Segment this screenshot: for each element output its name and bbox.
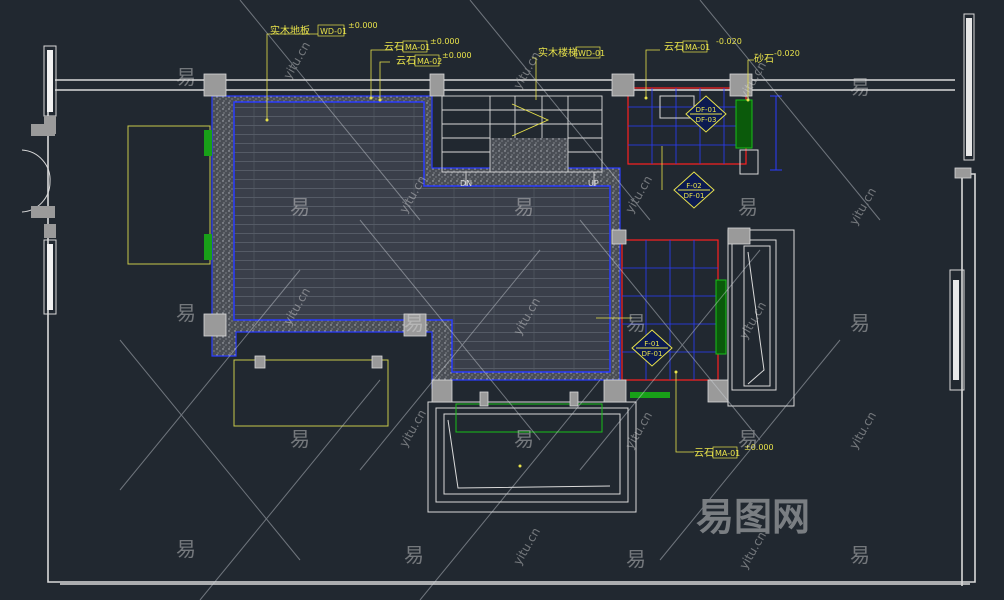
code-box-stone5 [712,446,738,459]
bath-lower [621,229,795,407]
wm-site-10: yitu.cn [396,407,429,449]
code-box-stone2 [414,54,440,67]
dimension-marker [770,95,782,171]
level-wood-floor: ±0.000 [348,21,378,30]
code-box-stone3 [682,40,708,53]
marker-1: DF-01 DF-03 [685,95,727,133]
staircase [441,95,603,186]
marker-2-top: F-02 [686,182,701,190]
wm-site-13: yitu.cn [510,525,543,567]
code-stone1: MA-01 [405,43,430,52]
code-box-stone1 [402,40,428,53]
wood-floor [233,101,611,373]
wm-glyph-1: 易 [176,65,196,89]
label-stone4: 砂石 [754,52,774,65]
wm-glyph-8: 易 [626,311,646,335]
wm-glyph-12: 易 [738,427,758,451]
code-stone3: MA-01 [685,43,710,52]
level-stone1: ±0.000 [430,37,460,46]
left-window [21,45,57,315]
marker-3: F-01 DF-01 [631,329,673,367]
south-balcony [427,401,637,513]
label-wood-floor: 实木地板 [270,24,310,37]
code-stone2: MA-02 [417,57,442,66]
label-up: UP [588,179,599,188]
marker-3-top: F-01 [644,340,659,348]
wm-site-11: yitu.cn [622,409,655,451]
right-window [949,13,975,391]
marker-2-bot: DF-01 [684,192,705,200]
wm-glyph-2: 易 [850,75,870,99]
marker-3-bot: DF-01 [642,350,663,358]
leader-dots [265,96,750,468]
code-wood-floor: WD-01 [320,27,347,36]
level-stone3: -0.020 [716,37,742,46]
label-dn: DN [460,179,472,188]
wm-glyph-6: 易 [176,301,196,325]
door-jambs [204,130,670,398]
wm-glyph-7: 易 [404,311,424,335]
wm-glyph-13: 易 [176,537,196,561]
marker-2: F-02 DF-01 [673,171,715,209]
marker-1-bot: DF-03 [696,116,717,124]
code-wood-stair: WD-01 [578,49,605,58]
wm-glyph-11: 易 [514,427,534,451]
bath-upper [627,87,759,175]
level-stone2: ±0.000 [442,51,472,60]
wm-site-12: yitu.cn [846,409,879,451]
wm-glyph-3: 易 [290,195,310,219]
watermark-brand: 易图网 [696,495,810,539]
wm-glyph-16: 易 [850,543,870,567]
label-stone3: 云石 [664,42,684,53]
leader-lines [266,33,754,453]
label-wood-stair: 实木楼梯 [538,46,578,59]
marker-1-top: DF-01 [696,106,717,114]
level-stone4: -0.020 [774,49,800,58]
wm-glyph-9: 易 [850,311,870,335]
label-stone2: 云石 [396,56,416,67]
wm-glyph-10: 易 [290,427,310,451]
wm-glyph-4: 易 [514,195,534,219]
level-stone5: ±0.000 [744,443,774,452]
section-markers: DF-01 DF-03 F-02 DF-01 F-01 DF-01 [631,95,727,367]
wm-glyph-15: 易 [626,547,646,571]
code-stone5: MA-01 [715,449,740,458]
label-stone1: 云石 [384,42,404,53]
wm-site-5: yitu.cn [622,173,655,215]
wm-site-9: yitu.cn [736,299,769,341]
wm-site-1: yitu.cn [280,39,313,81]
columns [203,73,972,407]
annotation-labels: 实木地板 WD-01 ±0.000 云石 MA-01 ±0.000 云石 MA-… [270,21,800,459]
terrace-left [127,125,389,427]
code-box-wood-floor [317,24,345,37]
wm-site-6: yitu.cn [846,185,879,227]
wm-glyph-14: 易 [404,543,424,567]
wm-glyph-5: 易 [738,195,758,219]
code-box-wood-stair [575,46,601,59]
label-stone5: 云石 [694,448,714,459]
